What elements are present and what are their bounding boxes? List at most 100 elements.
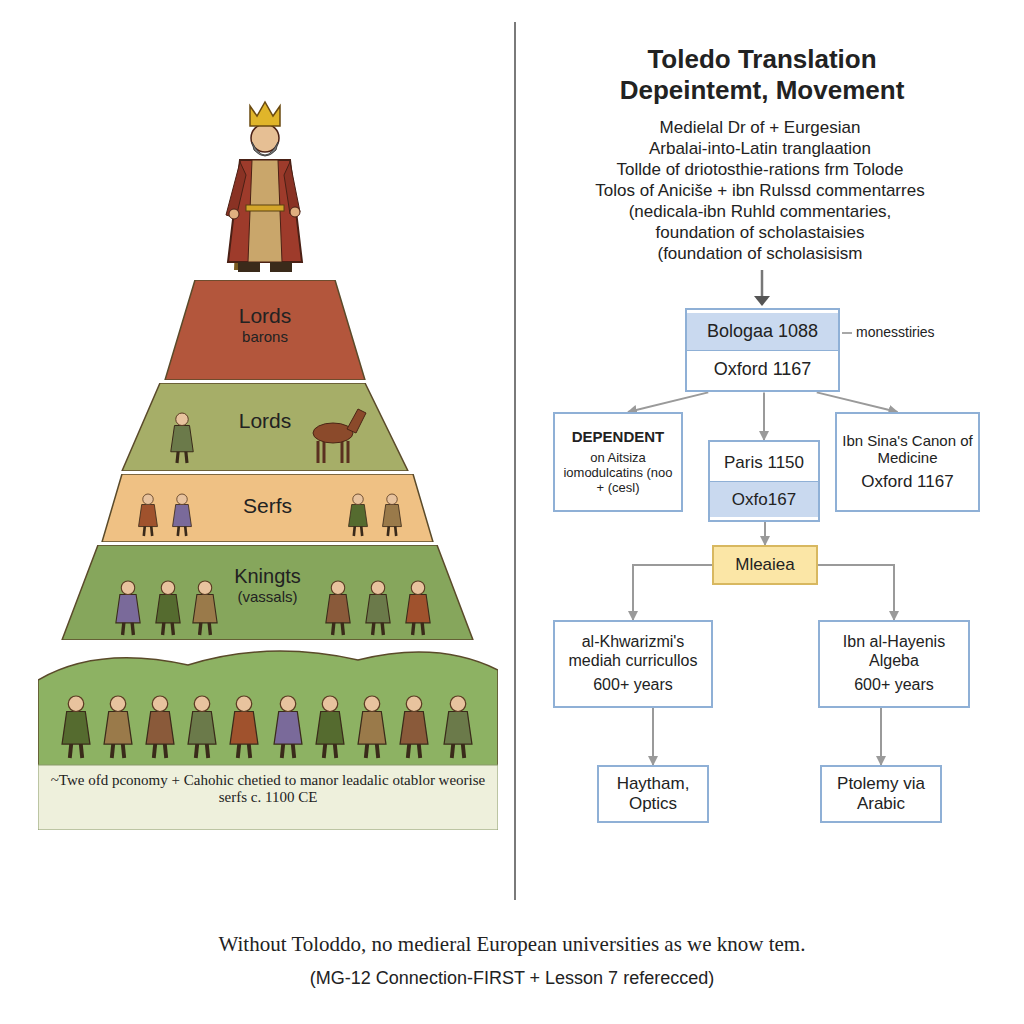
connector-arrow	[628, 392, 708, 412]
figure-head	[236, 696, 252, 712]
person-figure	[349, 494, 368, 536]
figure-head	[280, 696, 296, 712]
figure-leg	[178, 526, 179, 537]
pyramid-band: Lordsbarons	[160, 280, 370, 380]
figure-leg	[151, 526, 152, 537]
description-line: Tollde of driotosthie-rations frm Tolode	[540, 160, 980, 180]
figure-body	[316, 712, 344, 745]
figure-body	[366, 595, 390, 623]
king-arm	[284, 162, 300, 214]
figure-body	[62, 712, 90, 745]
figure-leg	[207, 743, 209, 759]
description-line: (foundation of scholasisism	[560, 244, 960, 264]
figure-body	[156, 595, 180, 623]
figure-leg	[144, 526, 145, 537]
figure-head	[411, 581, 425, 595]
box-text: on Aitsiza iomodulcatins (noo + (cesl)	[555, 448, 681, 499]
box-text: 600+ years	[820, 673, 968, 697]
figure-leg	[452, 743, 454, 759]
person-figure	[139, 494, 158, 536]
figure-body	[173, 505, 192, 527]
figure-leg	[463, 743, 465, 759]
figure-leg	[324, 743, 326, 759]
box-text: Ibn al-Hayenis Algeba	[820, 630, 968, 673]
figure-body	[444, 712, 472, 745]
horse-leg	[323, 441, 326, 463]
figure-leg	[354, 526, 355, 537]
figure-leg	[366, 743, 368, 759]
figure-body	[383, 505, 402, 527]
king-belt	[246, 205, 284, 211]
band-label: Lords	[170, 304, 360, 328]
figure-leg	[342, 622, 343, 636]
figure-body	[146, 712, 174, 745]
person-figure	[193, 581, 217, 635]
figure-body	[349, 505, 368, 527]
process-box: Paris 1150Oxfo167	[708, 440, 820, 522]
description-line: Arbalai-into-Latin tranglaation	[560, 139, 960, 159]
process-box: Ibn al-Hayenis Algeba600+ years	[818, 620, 970, 708]
king-arm	[226, 162, 246, 218]
person-figure	[188, 696, 216, 758]
person-figure	[326, 581, 350, 635]
figure-head	[387, 494, 398, 505]
figure-leg	[408, 743, 410, 759]
figure-leg	[196, 743, 198, 759]
figure-body	[171, 426, 194, 452]
king-beard	[252, 142, 278, 156]
figure-body	[358, 712, 386, 745]
figure-head	[198, 581, 212, 595]
horse-figure	[313, 409, 366, 463]
box-text: 600+ years	[555, 673, 711, 697]
pyramid-band: ~Twe ofd pconomy + Cahohic chetied to ma…	[38, 640, 498, 830]
figure-leg	[282, 743, 284, 759]
pyramid-band: Lords	[120, 383, 410, 471]
person-figure	[366, 581, 390, 635]
figure-leg	[382, 622, 383, 636]
box-text: DEPENDENT	[555, 425, 681, 448]
person-figure	[146, 696, 174, 758]
figure-leg	[333, 622, 334, 636]
box-text: Oxford 1167	[837, 469, 978, 495]
figure-head	[110, 696, 126, 712]
figure-head	[161, 581, 175, 595]
person-figure	[171, 413, 194, 463]
king-hand	[290, 207, 300, 217]
horse-leg	[341, 441, 344, 463]
band-label: Kningts	[70, 565, 465, 588]
description-line: (nedicala-ibn Ruhld commentaries,	[560, 202, 960, 222]
figure-head	[371, 581, 385, 595]
figure-leg	[388, 526, 389, 537]
person-figure	[406, 581, 430, 635]
person-figure	[316, 696, 344, 758]
person-figure	[62, 696, 90, 758]
pyramid-band: Serfs	[100, 474, 435, 542]
connector-arrow	[763, 392, 765, 440]
box-text: Bologaa 1088	[687, 313, 838, 350]
band-label: (vassals)	[70, 588, 465, 605]
box-text: Paris 1150	[710, 445, 818, 481]
box-text: al-Khwarizmi's mediah curricullos	[555, 630, 711, 673]
horse-neck	[347, 409, 366, 433]
band-fill	[38, 651, 498, 830]
process-box: DEPENDENTon Aitsiza iomodulcatins (noo +…	[553, 412, 683, 512]
figure-body	[104, 712, 132, 745]
figure-leg	[293, 743, 295, 759]
figure-body	[188, 712, 216, 745]
box-text: Oxfo167	[710, 481, 818, 518]
person-figure	[230, 696, 258, 758]
figure-leg	[200, 622, 201, 636]
person-figure	[400, 696, 428, 758]
person-figure	[104, 696, 132, 758]
figure-leg	[70, 743, 72, 759]
figure-leg	[185, 526, 186, 537]
figure-leg	[373, 622, 374, 636]
figure-leg	[249, 743, 251, 759]
connector-arrow	[880, 708, 882, 765]
figure-leg	[123, 743, 125, 759]
figure-head	[177, 494, 188, 505]
king-foot	[270, 262, 292, 272]
person-figure	[383, 494, 402, 536]
king-crown	[250, 102, 280, 126]
figure-head	[364, 696, 380, 712]
